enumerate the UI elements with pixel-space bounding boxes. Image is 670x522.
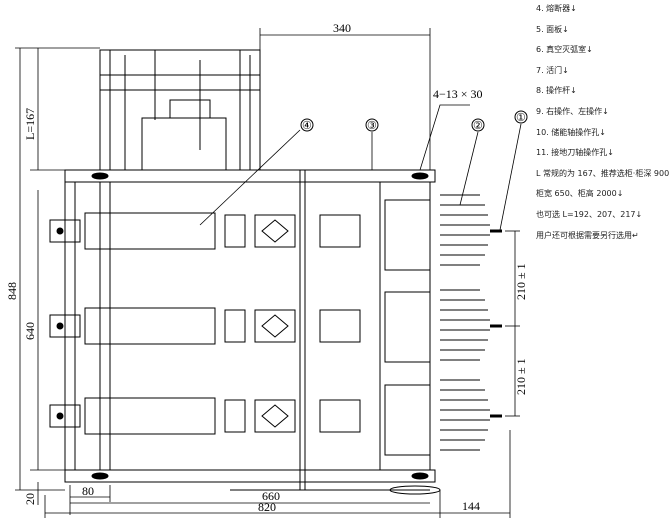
dim-left-offset: 80 — [82, 484, 94, 498]
dimension-lines — [15, 28, 522, 518]
note-item: 也可选 L=192、207、217↓ — [536, 209, 643, 219]
note-item: 8. 操作杆↓ — [536, 86, 577, 96]
note-item: L 常规的为 167、推荐选柜·柜深 900↓ — [536, 168, 670, 178]
dim-holes: 4−13 × 30 — [433, 87, 483, 101]
note-item: 柜宽 650、柜高 2000↓ — [536, 189, 624, 199]
note-item: 9. 右操作、左操作↓ — [536, 106, 609, 116]
frame — [64, 169, 441, 495]
operating-mechanism — [99, 49, 261, 171]
parts-notes: 4. 熔断器↓ 5. 面板↓ 6. 真空灭弧室↓ 7. 活门↓ 8. 操作杆↓ … — [536, 4, 670, 251]
callout-4: ④ — [302, 120, 312, 132]
dim-frame-height: 640 — [23, 322, 37, 340]
dim-base: 20 — [23, 493, 37, 505]
dim-pitch-lower: 210 ± 1 — [514, 358, 528, 395]
note-item: 7. 活门↓ — [536, 65, 569, 75]
dim-L: L=167 — [23, 108, 37, 140]
dim-total-height: 848 — [5, 282, 19, 300]
callout-2: ② — [473, 120, 483, 132]
note-item: 用户还可根据需要另行选用↵ — [536, 230, 639, 240]
phase-b — [49, 289, 502, 363]
note-item: 6. 真空灭弧室↓ — [536, 45, 593, 55]
dim-terminal: 144 — [462, 499, 480, 513]
note-item: 11. 接地刀轴操作孔↓ — [536, 148, 614, 158]
callouts — [300, 110, 528, 132]
phase-c — [49, 379, 502, 456]
note-item: 4. 熔断器↓ — [536, 4, 577, 13]
dim-inner-width: 660 — [262, 489, 280, 503]
note-item: 10. 储能轴操作孔↓ — [536, 127, 606, 137]
note-item: 5. 面板↓ — [536, 24, 569, 34]
callout-1: ① — [516, 112, 526, 124]
callout-3: ③ — [367, 120, 377, 132]
dim-total-width: 820 — [258, 500, 276, 514]
dim-top-width: 340 — [333, 21, 351, 35]
phase-a — [49, 194, 502, 271]
dim-pitch-upper: 210 ± 1 — [514, 263, 528, 300]
